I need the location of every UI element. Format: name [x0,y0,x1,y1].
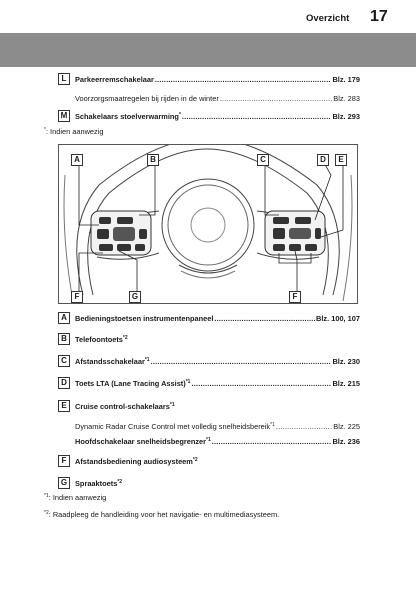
entry-letter-box: G [58,477,70,489]
entry-label: Cruise control-schakelaars [75,402,170,411]
entry-letter-box: D [58,377,70,389]
entry-footnote-marker: *1 [270,422,275,428]
figure-callout: G [129,291,141,303]
entry-page-ref: Blz. 179 [332,75,360,84]
footnote: *2: Raadpleeg de handleiding voor het na… [44,510,279,520]
entry-row: B Telefoontoets*2 [58,333,360,347]
entry-row: Hoofdschakelaar snelheidsbegrenzer*1 Blz.… [58,435,360,449]
entry-page-ref: Blz. 293 [332,112,360,121]
entry-footnote-marker: *1 [169,402,175,408]
entry-page-ref: Blz. 236 [332,437,360,446]
figure-callout: E [335,154,347,166]
entry-footnote-marker: * [178,112,181,118]
entry-label: Afstandsbediening audiosysteem [75,457,193,466]
header-bar [0,33,416,67]
entry-label: Afstandsschakelaar [75,357,145,366]
entry-footnote-marker: *2 [192,457,198,463]
entry-page-ref: Blz. 283 [333,94,360,103]
entry-row: C Afstandsschakelaar*1 Blz. 230 [58,355,360,369]
footnote: *1: Indien aanwezig [44,493,106,503]
entry-label: Toets LTA (Lane Tracing Assist) [75,379,186,388]
figure-callout: C [257,154,269,166]
entry-label: Voorzorgsmaatregelen bij rijden in de wi… [75,94,219,103]
entry-letter-box: A [58,312,70,324]
entry-label: Bedieningstoetsen instrumentenpaneel [75,314,214,323]
figure-callout: F [289,291,301,303]
figure-callout: D [317,154,329,166]
footnote-text: : Indien aanwezig [48,493,107,502]
entry-footnote-marker: *2 [117,479,123,485]
figure-callout: B [147,154,159,166]
footnote-top: *: Indien aanwezig [44,127,103,137]
entry-page-ref: Blz. 225 [333,422,360,431]
entry-letter-box: L [58,73,70,85]
entry-label: Parkeerremschakelaar [75,75,154,84]
footnote-text: : Raadpleeg de handleiding voor het navi… [48,510,280,519]
entry-row: F Afstandsbediening audiosysteem*2 [58,455,360,469]
entry-footnote-marker: *2 [122,335,128,341]
entry-label: Telefoontoets [75,335,123,344]
entry-row: G Spraaktoets*2 [58,477,360,491]
header-section-title: Overzicht [306,13,350,24]
footnote-marker: * [44,127,46,133]
steering-wheel-illustration [63,145,353,302]
entry-letter-box: B [58,333,70,345]
entry-label: Hoofdschakelaar snelheidsbegrenzer [75,437,207,446]
figure-callout: F [71,291,83,303]
entry-row: E Cruise control-schakelaars*1 [58,400,360,414]
entry-row: L Parkeerremschakelaar Blz. 179 [58,73,360,87]
steering-wheel-figure: A B C D E F G F [58,144,358,304]
entry-letter-box: F [58,455,70,467]
footnote-text: : Indien aanwezig [45,127,104,136]
footnote-marker: *1 [44,493,49,499]
entry-row: M Schakelaars stoelverwarming* Blz. 293 [58,110,360,124]
entry-row: Dynamic Radar Cruise Control met volledi… [58,420,360,434]
entry-footnote-marker: *1 [144,357,150,363]
figure-callout: A [71,154,83,166]
entry-row: A Bedieningstoetsen instrumentenpaneel Bl… [58,312,360,326]
entry-page-ref: Blz. 230 [332,357,360,366]
entry-letter-box: M [58,110,70,122]
entry-label: Dynamic Radar Cruise Control met volledi… [75,422,271,431]
entry-row: Voorzorgsmaatregelen bij rijden in de wi… [58,92,360,106]
entry-row: D Toets LTA (Lane Tracing Assist)*1 Blz. … [58,377,360,391]
header-page-number: 17 [370,8,388,25]
footnote-marker: *2 [44,510,49,516]
entry-page-ref: Blz. 100, 107 [316,314,360,323]
entry-letter-box: C [58,355,70,367]
entry-footnote-marker: *1 [185,379,191,385]
entry-page-ref: Blz. 215 [332,379,360,388]
entry-letter-box: E [58,400,70,412]
entry-label: Schakelaars stoelverwarming [75,112,179,121]
entry-footnote-marker: *1 [206,437,211,443]
entry-label: Spraaktoets [75,479,118,488]
